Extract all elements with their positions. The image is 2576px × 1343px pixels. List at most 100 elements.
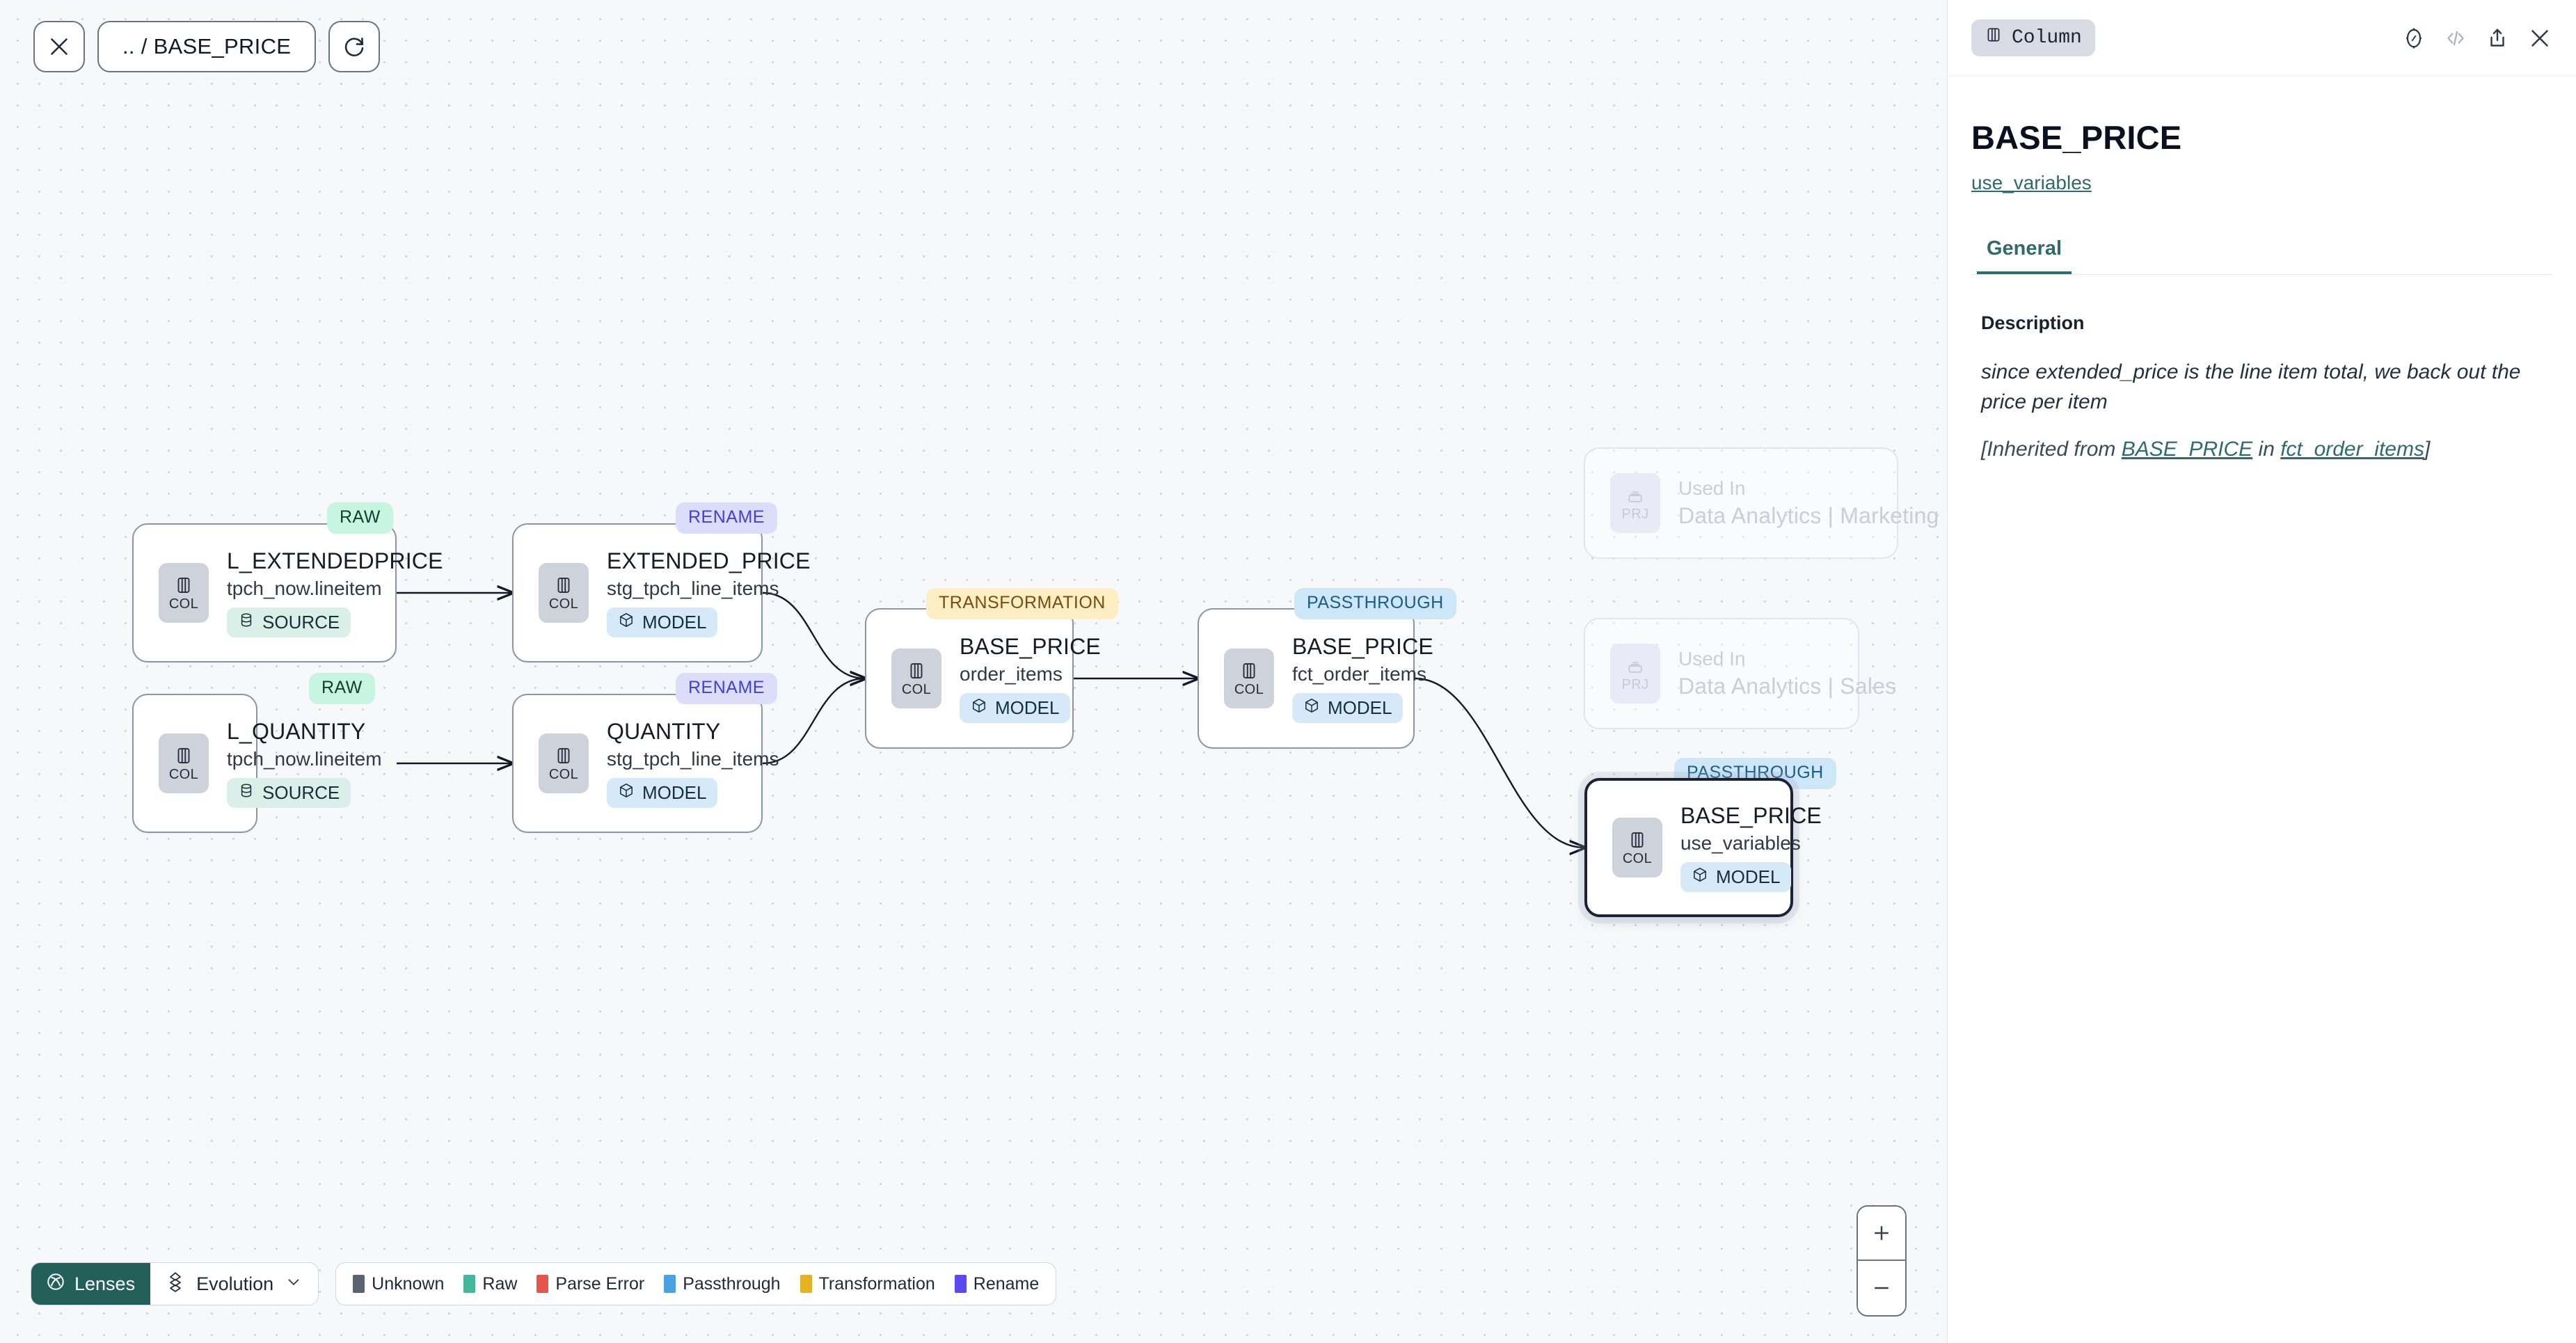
node-title: BASE_PRICE [1292,634,1433,659]
description-label: Description [1981,312,2085,333]
project-icon: PRJ [1610,644,1660,704]
breadcrumb[interactable]: .. / BASE_PRICE [97,21,317,72]
node-icon-label: COL [901,682,932,697]
close-lineage-button[interactable] [33,21,85,72]
node-subtitle: stg_tpch_line_items [607,578,779,599]
inherited-model-link[interactable]: fct_order_items [2280,438,2424,461]
node-icon-label: COL [168,767,199,782]
parent-model-link[interactable]: use_variables [1971,172,2092,193]
canvas-toolbar: .. / BASE_PRICE [33,21,381,72]
node-icon-label: COL [1622,851,1653,866]
lenses-button[interactable]: Lenses [31,1263,151,1305]
legend-swatch [536,1275,549,1293]
legend-swatch [954,1275,967,1293]
inherited-column-link[interactable]: BASE_PRICE [2121,438,2253,461]
share-icon[interactable] [2486,26,2509,50]
column-icon [1985,26,2003,50]
node-title: BASE_PRICE [960,634,1101,659]
node-title: EXTENDED_PRICE [607,548,811,573]
lineage-node-used-in-marketing[interactable]: PRJ Used In Data Analytics | Marketing [1584,447,1939,559]
legend-item: Rename [954,1274,1039,1294]
node-subtitle: Data Analytics | Marketing [1678,503,1939,528]
node-icon-label: PRJ [1621,677,1649,692]
evolution-dropdown[interactable]: Evolution [150,1263,319,1305]
lenses-label: Lenses [74,1273,136,1294]
node-subtitle: fct_order_items [1292,663,1426,685]
database-icon [238,612,255,633]
zoom-in-button[interactable] [1858,1207,1905,1261]
close-panel-icon[interactable] [2527,26,2552,51]
tab-general[interactable]: General [1977,237,2072,274]
legend-label: Unknown [372,1273,445,1294]
details-panel: Column [1947,0,2576,1343]
node-title: L_EXTENDEDPRICE [227,548,443,573]
legend-label: Passthrough [683,1273,781,1294]
node-kind-badge: RENAME [676,502,777,534]
node-asset-tag: SOURCE [227,778,351,808]
database-icon [238,782,255,804]
compass-icon[interactable] [2402,26,2426,50]
node-kind-badge: RAW [309,673,375,704]
node-title: BASE_PRICE [1680,803,1822,828]
zoom-controls [1857,1205,1907,1317]
node-kind-badge: TRANSFORMATION [926,588,1118,619]
inherited-mid: in [2252,438,2281,461]
legend-swatch [664,1275,676,1293]
legend-label: Raw [482,1273,518,1294]
node-asset-tag-label: MODEL [642,612,707,633]
node-asset-tag: MODEL [1680,862,1792,892]
lenses-icon [45,1271,66,1297]
node-kind-badge: PASSTHROUGH [1294,588,1456,619]
zoom-out-button[interactable] [1858,1261,1905,1315]
description-text: since extended_price is the line item to… [1971,358,2552,465]
cube-icon [971,697,987,719]
column-icon: COL [539,563,589,623]
edge-fct-usevariables [1414,677,1584,848]
inherited-suffix: ] [2424,438,2431,461]
refresh-icon [342,34,367,59]
breadcrumb-label: .. / BASE_PRICE [122,34,292,58]
column-icon: COL [891,649,941,708]
description-body: since extended_price is the line item to… [1981,360,2521,413]
cube-icon [618,782,635,804]
project-icon: PRJ [1610,473,1660,533]
node-subtitle: tpch_now.lineitem [227,748,382,770]
cube-icon [618,612,635,633]
column-icon: COL [159,563,209,623]
legend-item: Parse Error [536,1274,644,1294]
node-subtitle: stg_tpch_line_items [607,748,779,770]
node-title: Used In [1678,648,1746,669]
node-title: Used In [1678,477,1746,499]
node-asset-tag-label: MODEL [1328,697,1392,718]
node-icon-label: PRJ [1621,507,1649,522]
node-asset-tag-label: MODEL [995,697,1060,718]
node-icon-label: COL [548,596,579,612]
refresh-button[interactable] [328,21,381,72]
legend-swatch [463,1275,476,1293]
code-icon[interactable] [2444,26,2467,50]
node-subtitle: order_items [960,663,1063,685]
node-asset-tag: MODEL [607,607,718,637]
lens-group: Lenses Evolution [31,1262,319,1305]
column-icon: COL [1224,649,1274,708]
node-kind-badge: RENAME [676,673,777,704]
node-asset-tag-label: MODEL [1716,866,1781,887]
